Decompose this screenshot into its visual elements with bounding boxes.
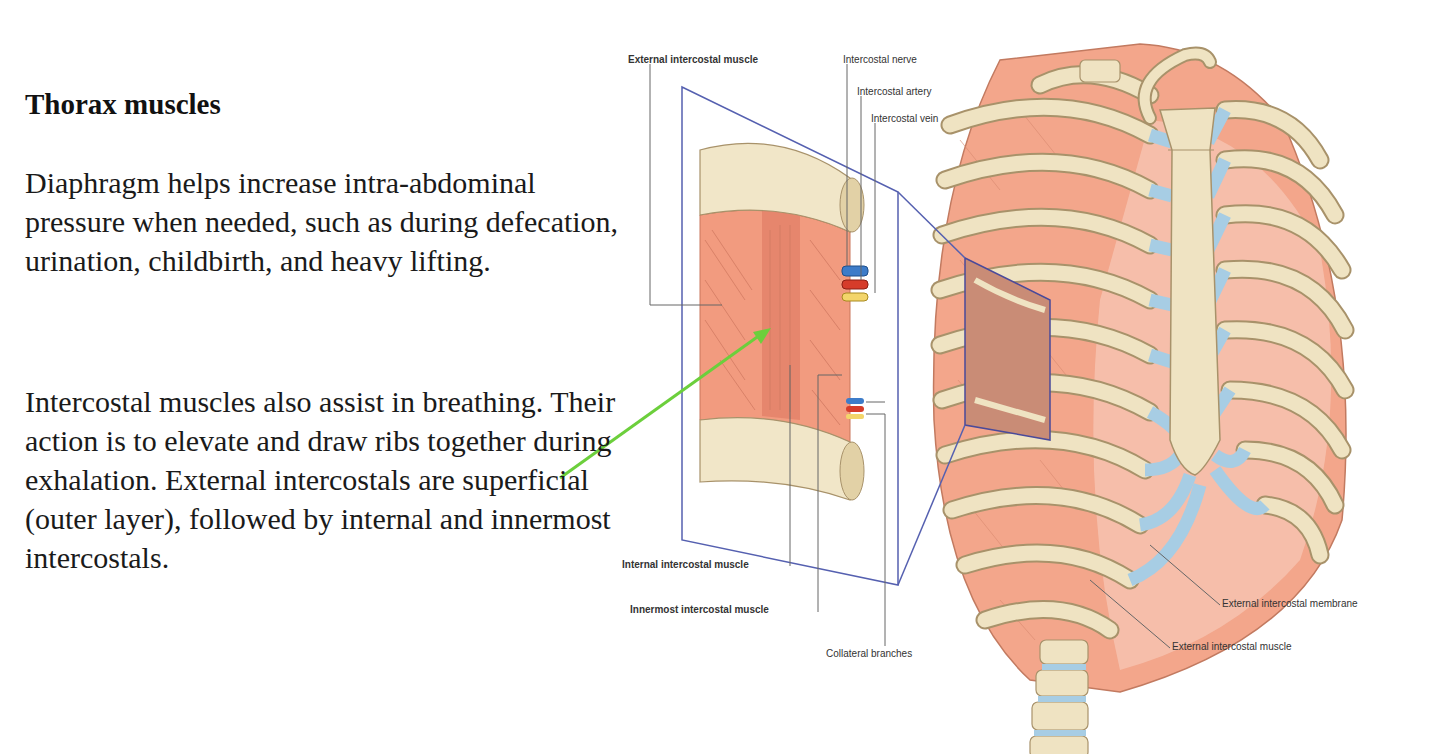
part-label: External intercostal membrane — [1222, 598, 1358, 609]
rib-cage-part-part — [1150, 245, 1172, 250]
rib-cage-part — [934, 44, 1346, 692]
rib-cage-part-part — [1150, 355, 1172, 362]
intercostal-section-part — [842, 280, 868, 289]
rib-cage-part-part — [1225, 214, 1342, 270]
rib-cage-part-part — [1040, 640, 1088, 664]
rib-cage-part-part — [1225, 330, 1345, 390]
rib-cage-part-part — [1265, 505, 1320, 555]
intercostal-section-part-part — [810, 240, 840, 425]
rib-cage-part-part — [1036, 670, 1088, 696]
body-paragraph: Intercostal muscles also assist in breat… — [25, 382, 625, 577]
part-label: Internal intercostal muscle — [622, 559, 749, 570]
rib-cage-part-part — [1150, 300, 1172, 305]
part-label: Innermost intercostal muscle — [630, 604, 769, 615]
intercostal-section-part — [842, 293, 868, 301]
rib-cage-part-part — [985, 610, 1110, 630]
rib-cage-part-part — [1030, 736, 1088, 754]
rib-cage-part-part — [1265, 505, 1320, 555]
pointer-arrow-part — [753, 328, 771, 344]
rib-cage-part-part — [950, 107, 1150, 135]
rib-cage-part-part — [945, 440, 1145, 470]
leader-lines-part — [847, 64, 848, 266]
slide-title: Thorax muscles — [25, 88, 585, 121]
magnification-frame-part — [898, 425, 965, 585]
rib-cage-part-part — [952, 496, 1140, 525]
intercostal-section-part — [700, 143, 850, 232]
intercostal-section-part-part — [770, 225, 790, 412]
rib-cage-part-part — [1150, 190, 1172, 196]
rib-cage-part-part — [942, 217, 1150, 245]
rib-cage-part — [1168, 150, 1214, 151]
intercostal-section-part — [700, 210, 850, 442]
rib-cage-part — [965, 258, 1050, 440]
part-label: Intercostal artery — [857, 86, 931, 97]
intercostal-section — [700, 143, 868, 500]
intercostal-section-part — [840, 178, 864, 232]
intercostal-section-part-part — [705, 230, 755, 410]
intercostal-section-part — [846, 406, 864, 412]
leader-lines-part — [875, 123, 876, 293]
rib-cage-part-part — [1032, 702, 1088, 730]
rib-cage-part-part — [1042, 664, 1086, 670]
rib-cage-part-part — [1080, 60, 1120, 82]
rib-cage-part — [940, 75, 1345, 630]
rib-cage-part — [940, 75, 1345, 630]
rib-cage-part-part — [965, 553, 1130, 580]
intercostal-section-part — [705, 225, 840, 425]
rib-cage-part-part — [1245, 450, 1335, 505]
part-label: Intercostal vein — [871, 113, 938, 124]
leader-lines-part — [818, 375, 842, 612]
rib-cage-part-part — [950, 107, 1150, 135]
leader-lines-part — [650, 64, 722, 305]
intercostal-section-part — [846, 414, 864, 419]
rib-cage-part-part — [1034, 730, 1086, 736]
magnification-frame-part — [682, 87, 898, 585]
rib-cage-part-part — [1130, 485, 1200, 580]
rib-cage-part-part — [985, 610, 1110, 630]
part-label: External intercostal muscle — [628, 54, 758, 65]
intercostal-section-part — [762, 210, 800, 420]
magnification-frame-part — [898, 192, 965, 258]
rib-cage-part — [1034, 664, 1086, 736]
rib-cage-part-part — [942, 217, 1150, 245]
rib-cage-part-part — [945, 162, 1150, 190]
body-paragraph: Diaphragm helps increase intra-abdominal… — [25, 163, 625, 280]
rib-cage-part-part — [1038, 696, 1086, 702]
rib-cage-part-part — [965, 553, 1130, 580]
rib-cage-part-part — [1225, 269, 1345, 330]
magnification-frame — [682, 87, 965, 585]
leader-lines-part — [861, 96, 862, 280]
rib-cage-part — [1160, 108, 1220, 475]
intercostal-section-part — [700, 418, 850, 500]
leader-lines-part — [1150, 545, 1220, 605]
rib-cage-part-part — [945, 440, 1145, 470]
rib-cage-part-part — [952, 496, 1140, 525]
part-label: Collateral branches — [826, 648, 912, 659]
rib-cage-part-part — [1230, 390, 1342, 450]
rib-cage-part — [975, 280, 1045, 420]
leader-lines-part — [790, 365, 791, 566]
intercostal-section-part — [846, 398, 864, 404]
rib-cage-part-part — [1245, 450, 1335, 505]
rib-cage — [934, 44, 1346, 754]
leader-lines-part — [866, 402, 885, 646]
rib-cage-part-part — [945, 162, 1150, 190]
rib-cage-part — [1145, 54, 1210, 118]
part-label: Intercostal nerve — [843, 54, 917, 65]
rib-cage-part — [1145, 54, 1210, 118]
part-label: External intercostal muscle — [1172, 641, 1292, 652]
rib-cage-part-part — [1145, 455, 1180, 470]
intercostal-section-part — [840, 442, 864, 500]
intercostal-section-part — [842, 266, 868, 276]
leader-lines-part — [1090, 580, 1170, 648]
